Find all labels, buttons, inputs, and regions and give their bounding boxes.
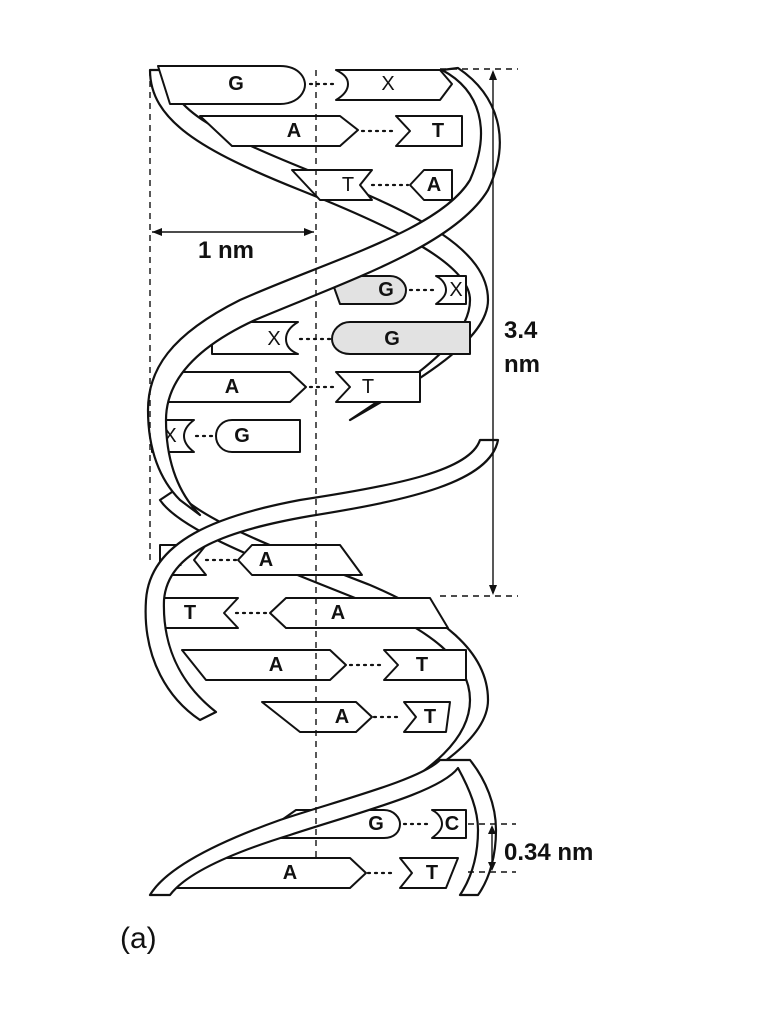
base-label-left: T [342,174,354,196]
base-label-left: A [287,120,301,142]
arrowhead-right [304,228,314,236]
base-pair-6: A T [165,371,421,403]
base-block-right [395,115,463,147]
base-pair-3: T A [291,169,453,201]
base-block-left [181,649,347,681]
base-label-right: X [381,73,394,95]
base-label-right: T [424,706,436,728]
base-label-left: G [368,813,384,835]
base-block-right [403,701,451,733]
arrowhead-left [152,228,162,236]
base-label-right: A [259,549,273,571]
base-label-left: G [378,279,394,301]
arrowhead-bottom [488,862,496,871]
base-label-right: T [432,120,444,142]
front-strand-mid [144,438,500,722]
base-block-right [431,809,467,839]
base-label-left: A [335,706,349,728]
base-block-right [331,321,471,355]
arrowhead-top [488,825,496,834]
front-strand [144,66,501,897]
base-block-right [399,857,459,889]
base-pair-7: X G [151,419,301,453]
base-label-left: A [269,654,283,676]
base-label-right: G [384,328,400,350]
base-pair-11: A T [261,701,451,733]
turn-label-value: 3.4 [504,317,538,344]
base-pair-4: G X [329,275,467,305]
arrowhead-bottom [489,585,497,595]
measurement-guides [149,68,518,873]
base-label-left: G [228,73,244,95]
base-block-right [269,597,449,629]
diameter-dimension: 1 nm [152,228,314,264]
base-label-right: A [331,602,345,624]
base-label-right: C [445,813,459,835]
base-label-right: T [426,862,438,884]
base-label-right: T [416,654,428,676]
panel-label: (a) [120,922,157,955]
base-label-left: A [283,862,297,884]
base-label-right: G [234,425,250,447]
base-block-left [329,275,407,305]
base-pair-2: A T [199,115,463,147]
base-block-left [157,65,306,105]
base-label-left: X [267,328,280,350]
base-pair-9: T A [153,597,449,629]
turn-label-unit: nm [504,351,540,378]
base-block-right [335,69,453,101]
base-pair-8: T A [159,544,363,576]
base-pair-10: A T [181,649,467,681]
base-block-right [435,275,467,305]
diameter-label: 1 nm [198,237,254,264]
base-label-right: T [362,376,374,398]
base-block-right [409,169,453,201]
base-label-right: X [449,279,462,301]
base-block-right [237,544,363,576]
base-block-right [215,419,301,453]
front-strand-lower [148,758,498,897]
base-block-right [335,371,421,403]
front-strand-upper [146,66,501,517]
base-pair-1: G X [157,65,453,105]
helix-turn-dimension: 3.4 nm [489,70,540,595]
base-step-dimension: 0.34 nm [488,825,593,871]
base-label-left: A [225,376,239,398]
base-label-right: A [427,174,441,196]
step-label: 0.34 nm [504,839,593,866]
base-pair-5: X G [211,321,471,355]
arrowhead-top [489,70,497,80]
base-label-left: T [184,602,196,624]
base-block-left [261,701,373,733]
base-block-right [383,649,467,681]
